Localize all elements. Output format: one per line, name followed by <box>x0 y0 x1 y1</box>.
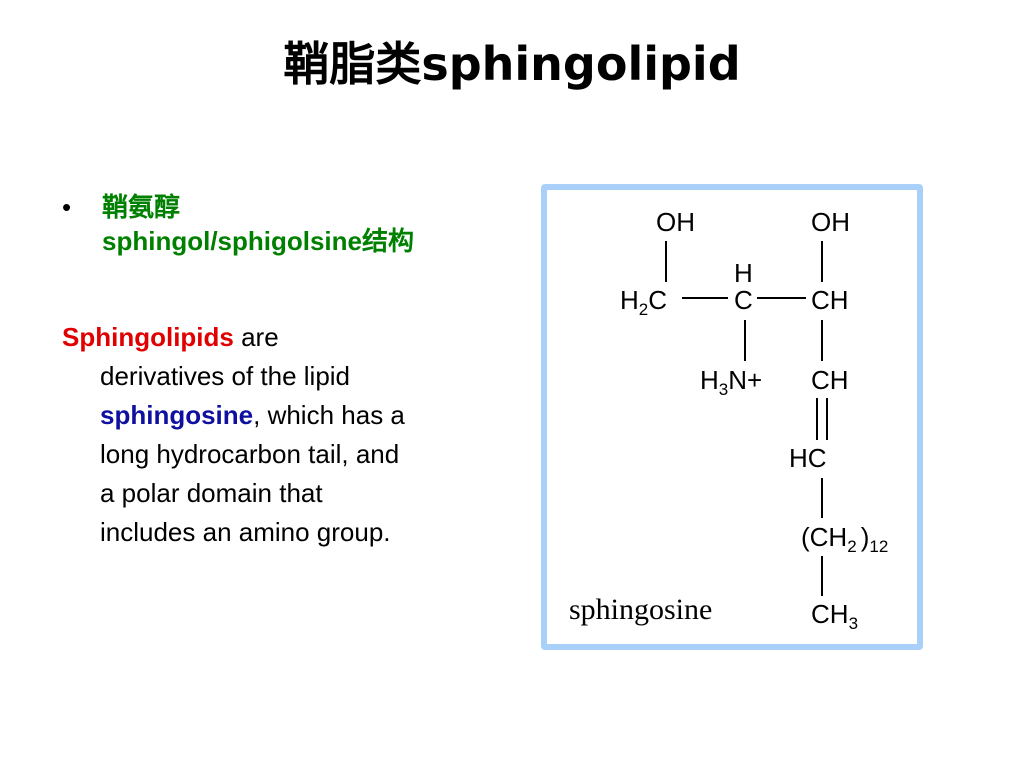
para-text-3: , which has a <box>253 400 405 430</box>
structure-frame <box>541 184 923 650</box>
term-sphingolipids: Sphingolipids <box>62 322 234 352</box>
title-en: sphingolipid <box>421 37 741 91</box>
para-line-5: a polar domain that <box>100 478 323 508</box>
para-line-6: includes an amino group. <box>100 517 391 547</box>
bullet-dot-icon: • <box>62 192 72 222</box>
para-text-1: are <box>233 322 279 352</box>
para-line-4: long hydrocarbon tail, and <box>100 439 400 469</box>
para-line-2: derivatives of the lipid <box>100 361 351 391</box>
bullet-item: • 鞘氨醇 sphingol/sphigolsine结构 <box>62 190 522 258</box>
description-paragraph: Sphingolipids are derivatives of the lip… <box>62 318 512 552</box>
bullet-list: • 鞘氨醇 sphingol/sphigolsine结构 <box>62 190 522 258</box>
para-line-3: sphingosine, which has a <box>62 396 512 435</box>
term-sphingosine: sphingosine <box>100 400 254 430</box>
bullet-line-1: 鞘氨醇 <box>102 192 181 222</box>
bullet-line-2: sphingol/sphigolsine结构 <box>102 226 415 256</box>
title-cn: 鞘脂类 <box>283 37 422 91</box>
slide-title: 鞘脂类sphingolipid <box>0 28 1024 94</box>
